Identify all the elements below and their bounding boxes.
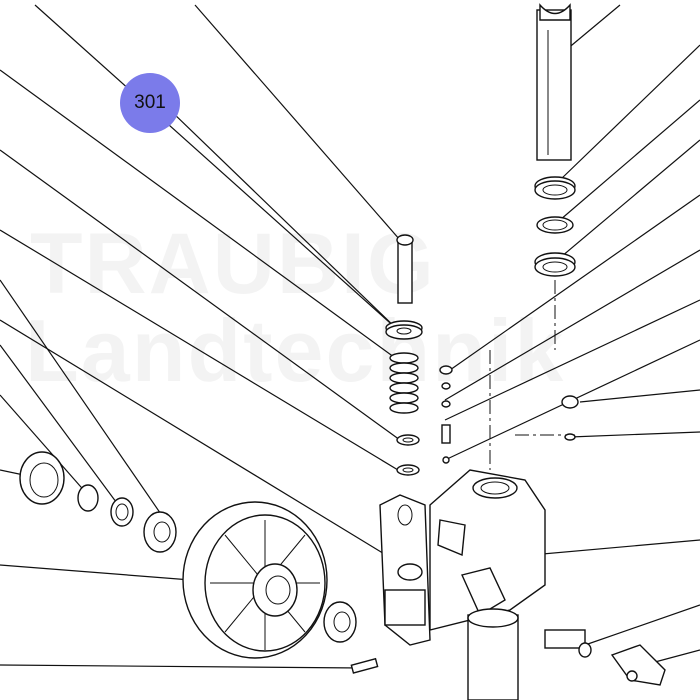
leader-lines [0,4,700,669]
seal-ring-upper [396,434,420,446]
wheel-hub [252,563,298,617]
o-ring-1 [534,176,576,200]
piston-rod [536,3,572,161]
watermark-line-1: TRAUBIG [30,215,436,314]
release-valve [544,629,592,658]
callout-label: 301 [134,92,166,113]
lever-linkage [610,644,666,686]
bleed-screw [561,395,579,441]
outer-bearing [19,451,65,505]
lower-cylinder [467,608,519,700]
return-spring [389,352,419,414]
valve-parts [439,365,453,464]
washer-top [385,320,423,340]
o-ring-2 [536,216,574,234]
seal-ring-lower [396,464,420,476]
pushrod-pin [396,234,414,304]
o-ring-3 [534,252,576,277]
washer-left [110,497,134,527]
center-lines [489,280,575,470]
roll-pin [350,657,379,674]
callout-circle [120,73,180,133]
pump-housing [379,469,546,646]
circlip [77,484,99,512]
callout-badge[interactable]: 301 [120,73,180,133]
bearing-right [143,511,177,553]
bearing-small [323,601,357,643]
